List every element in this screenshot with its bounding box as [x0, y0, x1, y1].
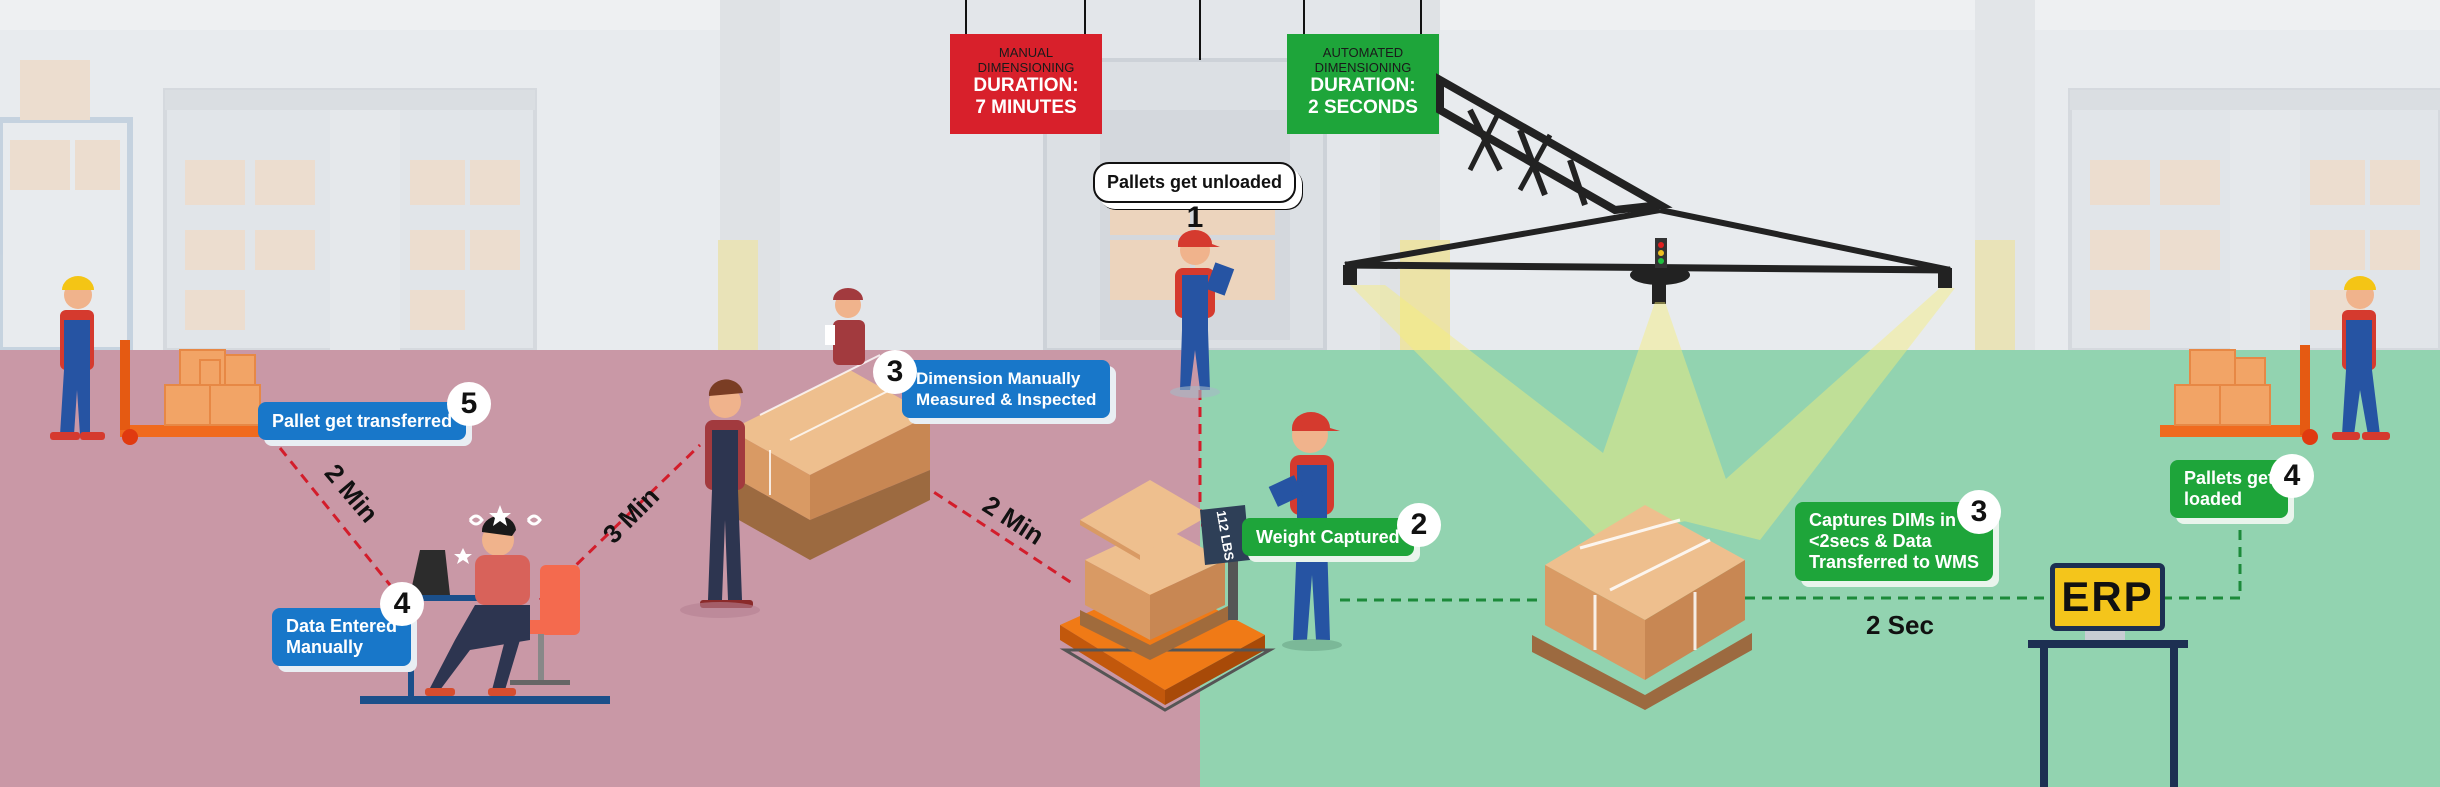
sign-wires [965, 0, 1422, 60]
weigh-scale [1059, 480, 1276, 712]
manual-data-label: Data Entered Manually [272, 608, 412, 666]
unload-label: Pallets get unloaded [1093, 162, 1297, 203]
manual-sign-line2: DIMENSIONING [977, 60, 1075, 75]
erp-monitor: ERP [2050, 563, 2165, 631]
auto-dim-line1: Captures DIMs in [1809, 510, 1957, 530]
auto-dim-step-number: 3 [1957, 490, 2001, 534]
loaded-step-number: 4 [2270, 454, 2314, 498]
manual-sign-board [950, 34, 1102, 134]
weight-step-number: 2 [1397, 503, 1441, 547]
automated-sign-line4: 2 SECONDS [1308, 97, 1418, 118]
manual-sign: MANUAL DIMENSIONING DURATION: 7 MINUTES [950, 45, 1102, 119]
left-shelving [0, 60, 537, 353]
pallet-jack-right [2160, 345, 2318, 445]
automated-sign-board [1287, 34, 1439, 134]
manual-sign-line4: 7 MINUTES [975, 97, 1077, 118]
loaded-line2: loaded [2184, 489, 2243, 509]
scanner-beams [1350, 285, 1955, 540]
manual-measuring-group [680, 288, 930, 618]
manual-sign-line1: MANUAL [998, 45, 1054, 60]
automated-sign-line2: DIMENSIONING [1314, 60, 1412, 75]
unload-step-number: 1 [1186, 201, 1204, 234]
manual-sign-line3: DURATION: [973, 75, 1079, 96]
manual-data-line1: Data Entered [286, 616, 398, 636]
manual-data-step-number: 4 [380, 582, 424, 626]
transfer-step-number: 5 [447, 382, 491, 426]
automated-sign-line3: DURATION: [1310, 75, 1416, 96]
weight-label: Weight Captured [1242, 518, 1414, 556]
pallet-jack-left [120, 340, 270, 445]
manual-dim-step-number: 3 [873, 350, 917, 394]
transfer-label: Pallet get transferred [258, 402, 467, 440]
auto-dim-line2: <2secs & Data [1809, 531, 1932, 551]
automated-sign-line1: AUTOMATED [1322, 45, 1404, 60]
worker-weight [1268, 412, 1342, 651]
dimensioning-gantry [1343, 73, 1952, 304]
automated-pallet [1532, 505, 1752, 710]
worker-left [50, 276, 105, 440]
manual-dim-label: Dimension Manually Measured & Inspected [902, 360, 1111, 418]
right-shelving [2068, 88, 2440, 352]
automated-sign: AUTOMATED DIMENSIONING DURATION: 2 SECON… [1287, 45, 1439, 119]
worker-unload [1170, 230, 1235, 398]
manual-data-line2: Manually [286, 637, 364, 657]
manual-dim-line2: Measured & Inspected [916, 390, 1097, 409]
worker-right [2332, 276, 2390, 440]
loaded-label: Pallets get loaded [2170, 460, 2289, 518]
manual-dim-line1: Dimension Manually [916, 369, 1081, 388]
auto-dim-line3: Transferred to WMS [1809, 552, 1980, 572]
loaded-line1: Pallets get [2184, 468, 2275, 488]
duration-auto: 2 Sec [1866, 610, 1934, 640]
